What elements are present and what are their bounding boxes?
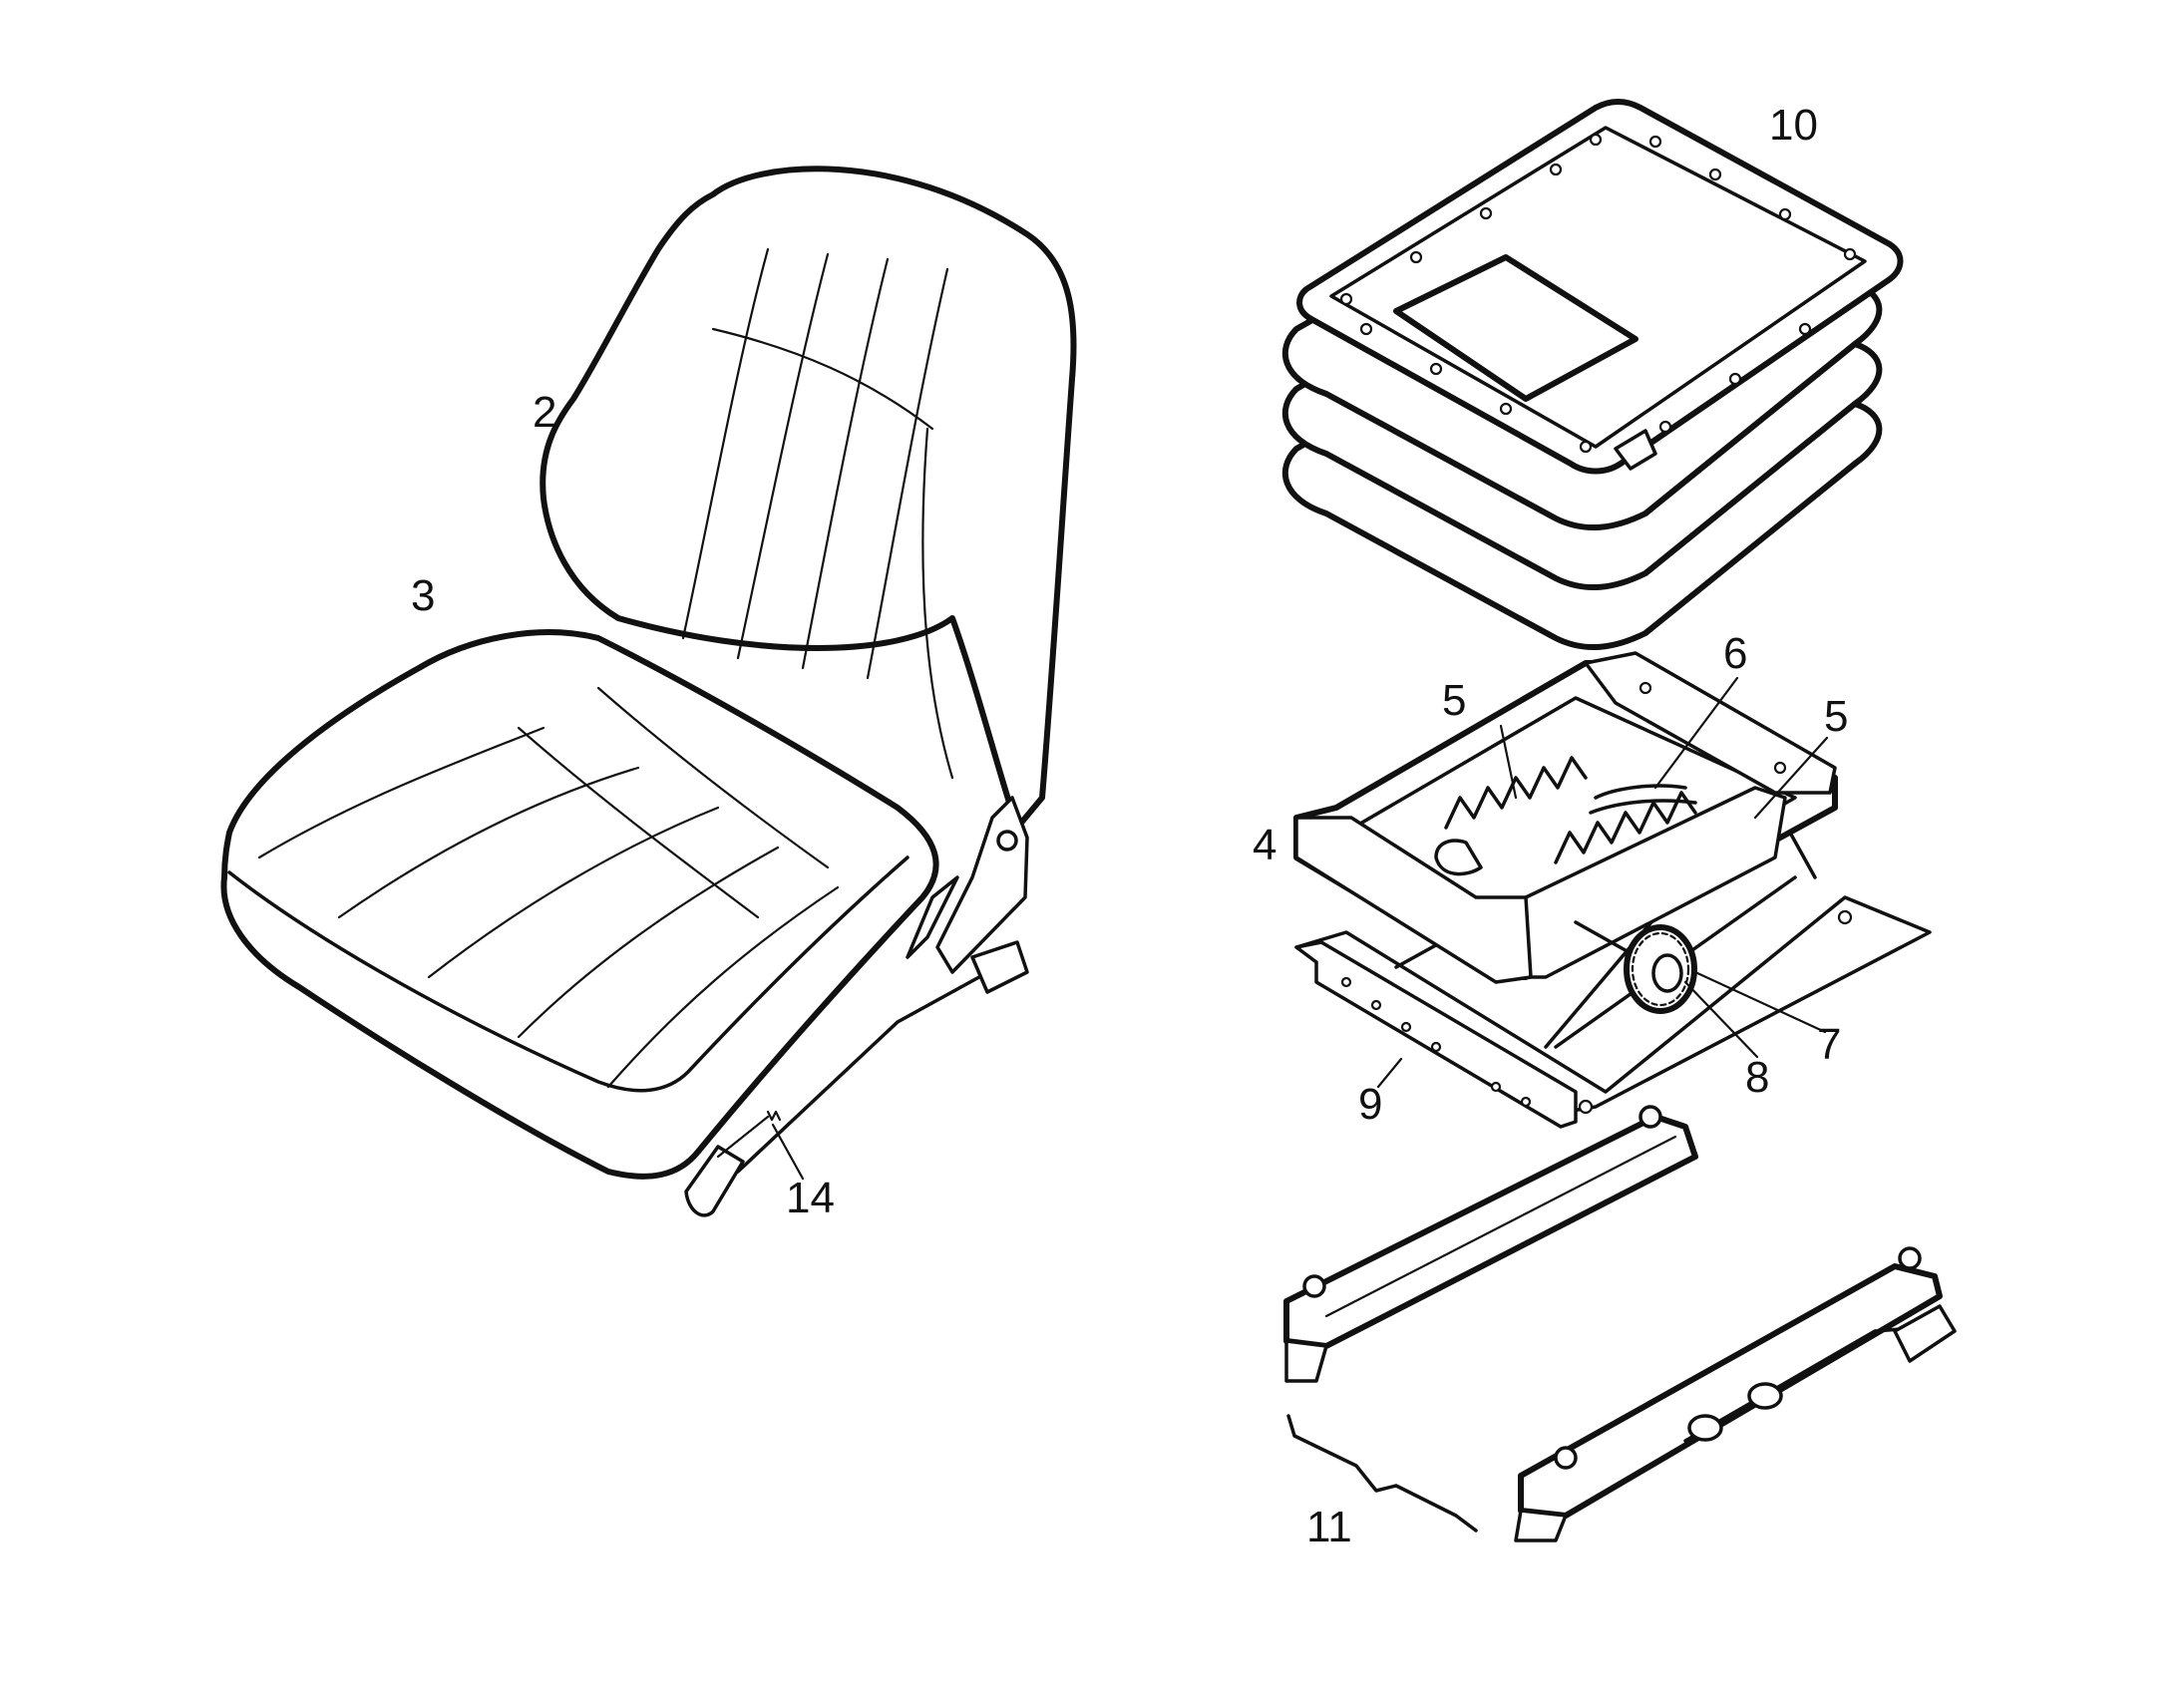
- leader-7: [1693, 970, 1827, 1034]
- recline-lever-handle: [906, 875, 959, 959]
- label-spring-center: 6: [1723, 629, 1747, 678]
- seat-cushion-welt: [227, 855, 909, 1093]
- slide-rail-lower: [1518, 1263, 1943, 1519]
- rail-lower-bolt-1: [1898, 1246, 1922, 1270]
- slide-lever-grip: [970, 940, 1029, 994]
- label-adjust-knob: 7: [1817, 1020, 1841, 1069]
- adjust-knob-teeth: [1631, 931, 1690, 1007]
- label-seat-cushion: 3: [411, 571, 435, 620]
- bellows-inner-frame: [1329, 126, 1867, 449]
- suspension-mechanism: [1293, 651, 1932, 1129]
- base-bolt-1: [1837, 909, 1853, 925]
- leader-5-right: [1753, 736, 1829, 820]
- rail-bracket-holes: [1340, 976, 1532, 1108]
- slide-lever-bar: [736, 965, 999, 1174]
- label-spring-left: 5: [1442, 676, 1466, 725]
- slide-rail-upper-groove: [1324, 1135, 1677, 1318]
- seat-back-stitching: [681, 247, 954, 780]
- label-suspension-frame: 4: [1253, 821, 1276, 869]
- seat-cushion-outline: [220, 629, 939, 1180]
- bellows-window: [1393, 254, 1638, 402]
- bellows-cover: [1281, 99, 1904, 651]
- seat-cushion-stitching: [257, 686, 840, 1089]
- spring-left-5: [1434, 756, 1588, 876]
- label-knob-center: 8: [1745, 1053, 1769, 1102]
- bellows-top-frame: [1296, 99, 1904, 475]
- slide-rails: [1283, 1105, 1957, 1542]
- spring-center-6: [1589, 784, 1697, 815]
- bellows-tab: [1614, 429, 1657, 471]
- bellows-frame-holes: [1339, 133, 1857, 454]
- seat-back-outline: [540, 166, 1077, 831]
- top-bolt-1: [1638, 681, 1652, 695]
- part-labels: 2 3 4 5 5 6 7 8 9 10 11 14: [411, 101, 1848, 1551]
- lever-14-grip: [684, 1145, 745, 1217]
- base-bolt-2: [1578, 1099, 1594, 1115]
- knob-center-8: [1651, 953, 1683, 993]
- rail-lower-bolt-2: [1554, 1446, 1578, 1470]
- seat-assembly: [220, 166, 1077, 1217]
- rail-latch-cylinder-2: [1747, 1382, 1783, 1410]
- leader-lines: [771, 676, 1829, 1181]
- label-lever: 14: [786, 1174, 835, 1222]
- leader-8: [1683, 980, 1759, 1059]
- slide-rail-upper-lip: [1284, 1339, 1328, 1383]
- rail-latch-grip: [1893, 1304, 1957, 1363]
- rail-upper-bolt-1: [1638, 1105, 1662, 1129]
- label-slide-rails: 11: [1306, 1503, 1352, 1551]
- slide-rail-lower-lip: [1514, 1509, 1568, 1542]
- label-bellows-cover: 10: [1769, 101, 1818, 150]
- leader-9: [1376, 1057, 1403, 1089]
- top-bolt-2: [1773, 761, 1787, 775]
- spring-right-5: [1554, 791, 1697, 864]
- lever-14-spring: [766, 1110, 782, 1122]
- label-rail-bracket: 9: [1358, 1080, 1382, 1129]
- rail-upper-bolt-2: [1302, 1274, 1326, 1298]
- lever-14-rod: [716, 1115, 770, 1159]
- leader-6: [1653, 676, 1739, 790]
- slide-rails-bracket-mark: [1286, 1414, 1478, 1533]
- leader-14: [771, 1123, 805, 1181]
- label-spring-right: 5: [1824, 692, 1848, 741]
- leader-5-left: [1499, 724, 1518, 800]
- rail-bracket-9: [1294, 940, 1578, 1129]
- label-seat-back: 2: [533, 388, 556, 437]
- hinge-bolt: [996, 830, 1018, 852]
- rail-latch-cylinder-1: [1687, 1414, 1723, 1442]
